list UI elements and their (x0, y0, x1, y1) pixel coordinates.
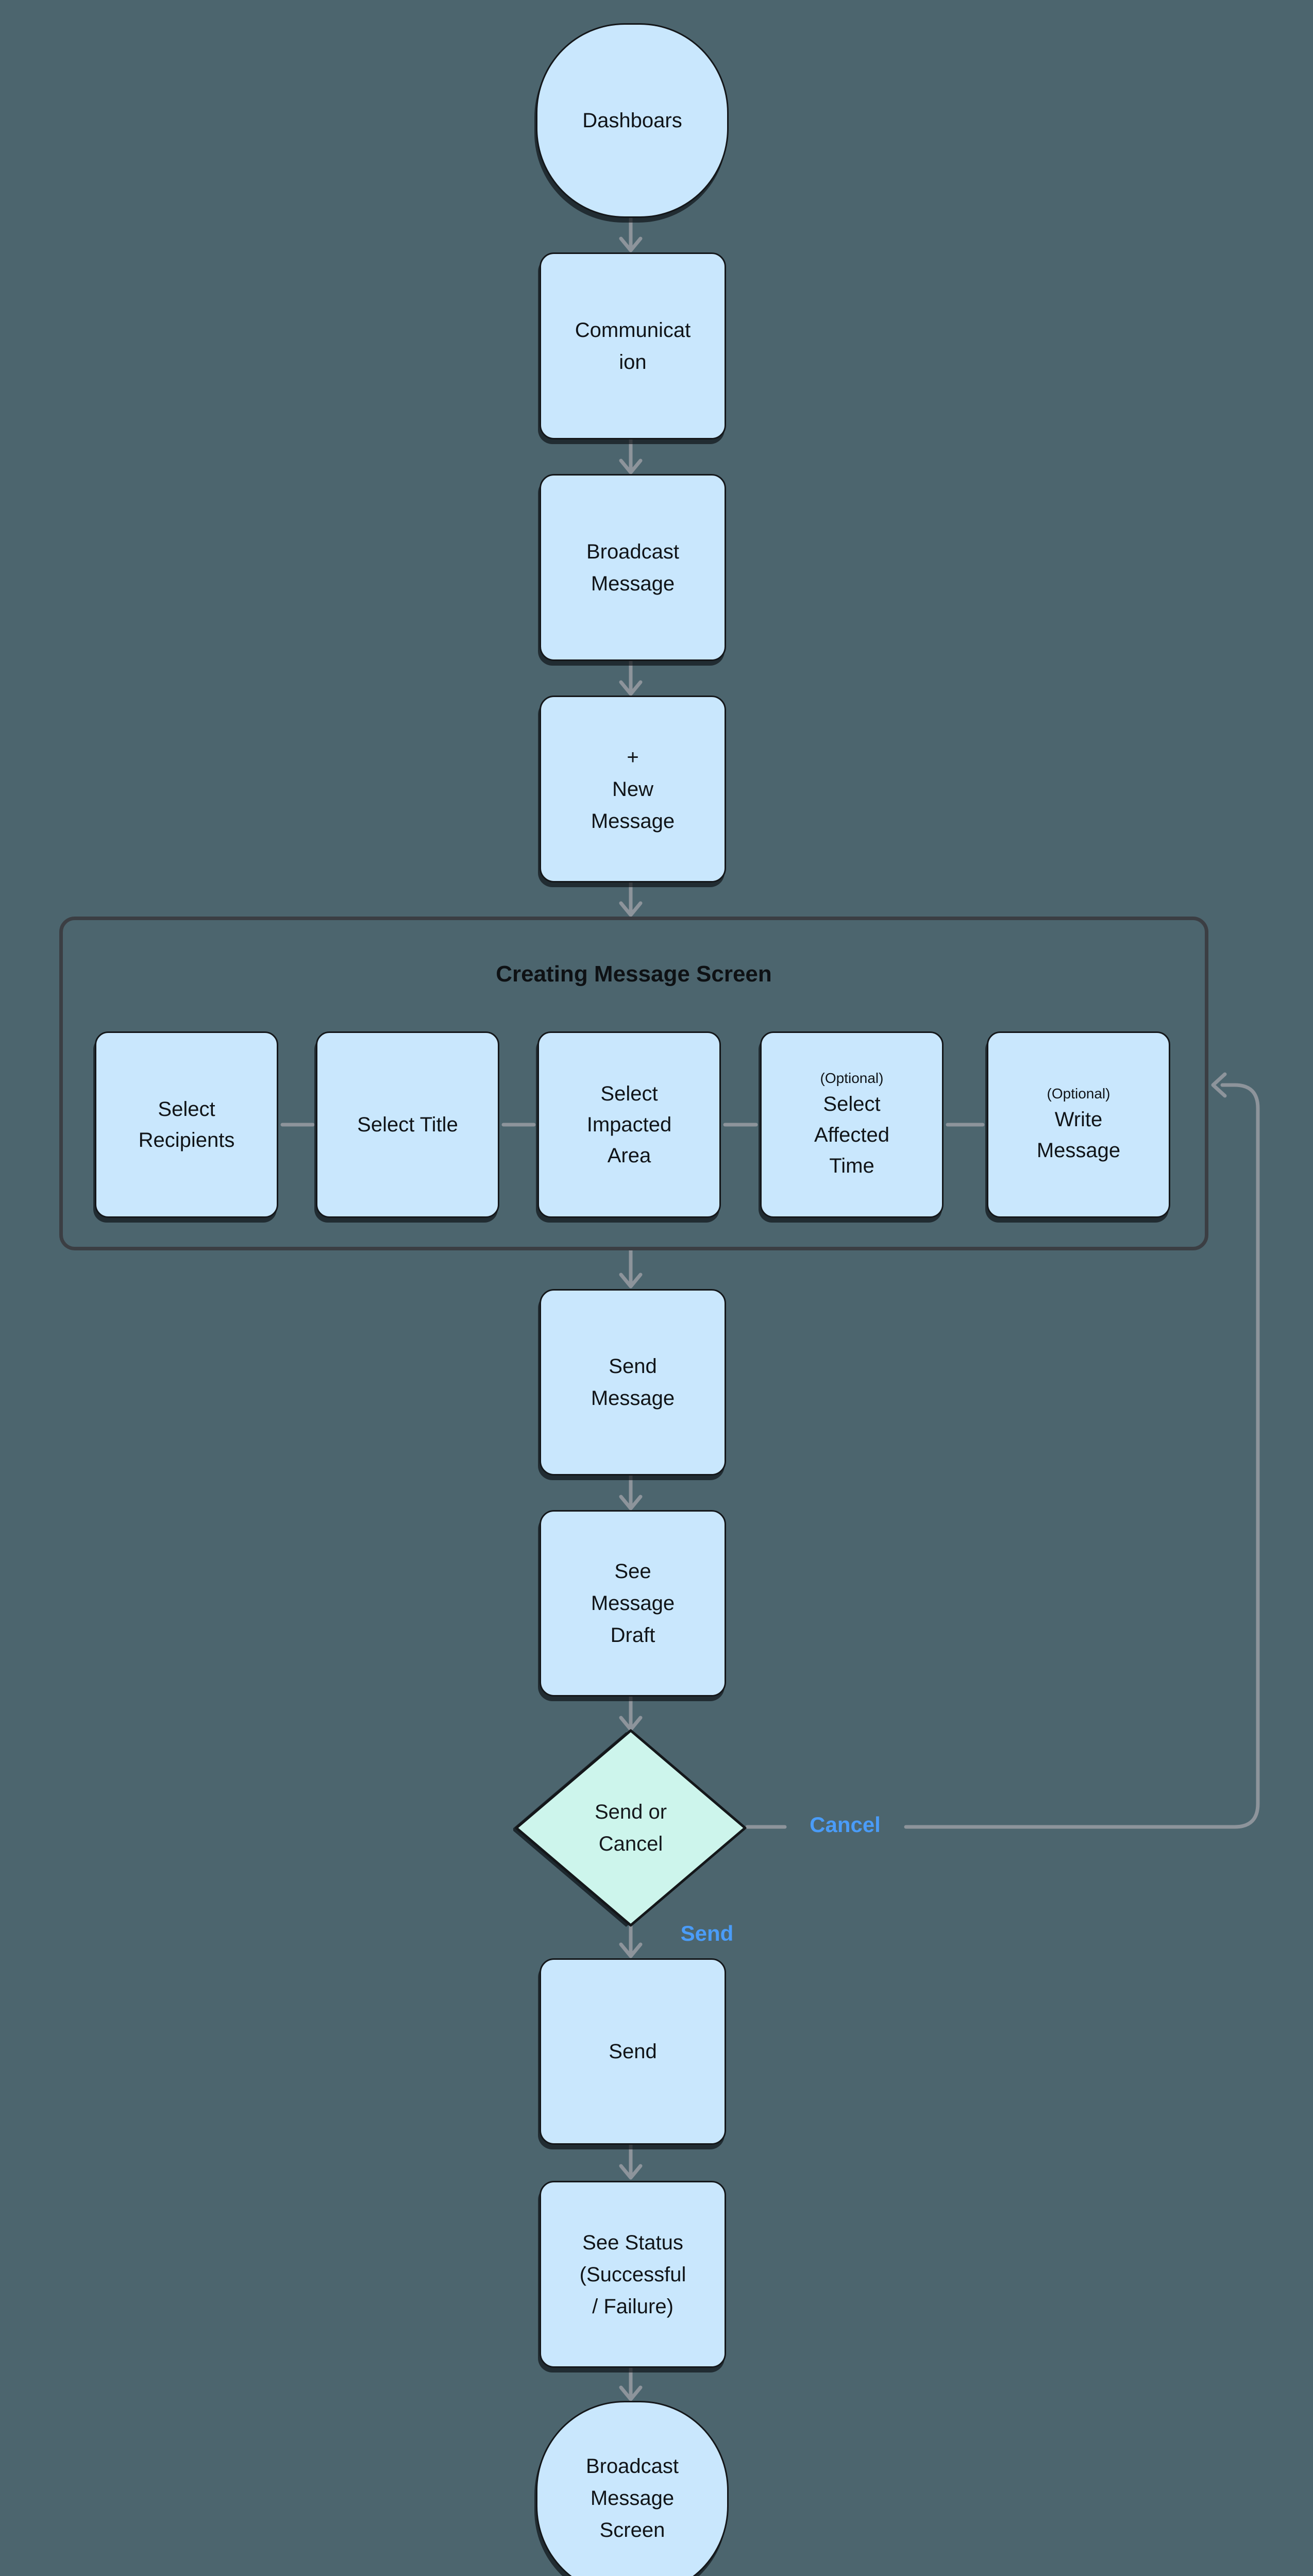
step-write-message-label: Write Message (1036, 1108, 1121, 1162)
node-dashboards-label: Dashboars (582, 109, 682, 132)
decision-label: Send or Cancel (594, 1801, 667, 1855)
diamond-shape (515, 1729, 747, 1927)
node-dashboards[interactable]: Dashboars (536, 23, 729, 218)
step-select-affected-time[interactable]: (Optional) Select Affected Time (760, 1031, 944, 1218)
node-see-status[interactable]: See Status (Successful / Failure) (540, 2181, 726, 2368)
decision-send-or-cancel[interactable]: Send or Cancel (513, 1727, 748, 1928)
node-send-message-label: Send Message (591, 1355, 675, 1410)
node-communication[interactable]: Communicat ion (540, 252, 726, 439)
step-select-title-label: Select Title (357, 1113, 458, 1136)
creating-message-screen-title: Creating Message Screen (496, 961, 772, 987)
creating-message-screen-group[interactable] (59, 917, 1208, 1250)
step-write-message[interactable]: (Optional) Write Message (987, 1031, 1170, 1218)
node-broadcast-message-label: Broadcast Message (586, 540, 680, 595)
step-select-recipients[interactable]: Select Recipients (95, 1031, 278, 1218)
node-see-status-label: See Status (Successful / Failure) (579, 2231, 686, 2318)
step-optional-tag: (Optional) (1047, 1086, 1110, 1102)
node-see-message-draft[interactable]: See Message Draft (540, 1510, 726, 1697)
node-send-message[interactable]: Send Message (540, 1289, 726, 1476)
edge-label-cancel[interactable]: Cancel (810, 1812, 881, 1837)
node-broadcast-message-screen[interactable]: Broadcast Message Screen (536, 2401, 729, 2576)
step-optional-tag: (Optional) (820, 1070, 884, 1087)
node-communication-label: Communicat ion (575, 318, 691, 374)
node-new-message[interactable]: + New Message (540, 696, 726, 883)
step-select-impacted-area-label: Select Impacted Area (586, 1082, 672, 1167)
node-send[interactable]: Send (540, 1958, 726, 2145)
step-select-affected-time-label: Select Affected Time (814, 1092, 890, 1177)
node-send-label: Send (609, 2040, 657, 2063)
node-broadcast-message[interactable]: Broadcast Message (540, 474, 726, 661)
step-select-title[interactable]: Select Title (316, 1031, 499, 1218)
node-new-message-label: + New Message (591, 745, 675, 833)
edge-label-send[interactable]: Send (680, 1921, 734, 1945)
node-see-message-draft-label: See Message Draft (591, 1560, 675, 1647)
step-select-recipients-label: Select Recipients (138, 1098, 235, 1151)
step-select-impacted-area[interactable]: Select Impacted Area (537, 1031, 721, 1218)
node-broadcast-message-screen-label: Broadcast Message Screen (585, 2455, 679, 2541)
